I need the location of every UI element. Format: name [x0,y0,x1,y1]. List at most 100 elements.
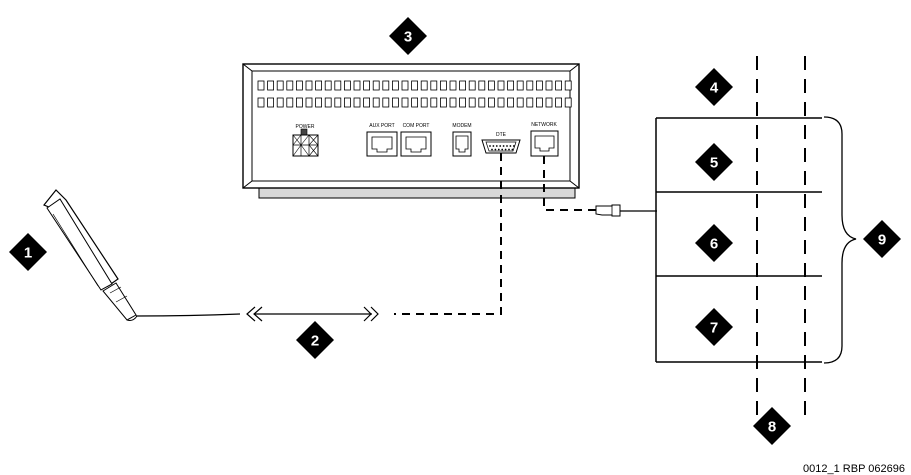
dte-pin [501,148,504,151]
callout-2: 2 [296,321,334,359]
callout-5: 5 [695,143,733,181]
dte-pin [506,145,508,147]
vent-slot [276,80,284,91]
vent-slot [343,80,351,91]
vent-slot [430,80,438,91]
vent-slot [334,97,342,108]
dte-pin [497,148,500,151]
vent-slot [420,97,428,108]
modular-plug [595,204,657,217]
vent-slot [315,80,323,91]
vent-slot [439,80,447,91]
vent-slot [411,97,419,108]
vent-slot [430,97,438,108]
dte-label: DTE [496,132,507,138]
vent-slot [353,97,361,108]
vent-slot [536,80,543,91]
vent-slot [507,97,515,108]
dte-pin [494,148,497,151]
vent-slot [382,80,390,91]
callout-3: 3 [389,17,427,55]
dte-pin [504,148,507,151]
vent-slot [305,97,313,108]
callout-9: 9 [863,220,901,258]
dte-pin [508,148,510,151]
dte-pin [509,145,512,147]
vent-slot [459,80,467,91]
vent-slot [487,80,495,91]
callout-number: 8 [768,419,776,436]
callout-4: 4 [695,68,733,106]
dte-pin [511,148,514,151]
callout-diamond [863,220,901,258]
amphenol-connector [43,189,138,321]
modem-port[interactable] [452,131,472,157]
vent-slot [382,97,390,108]
vent-slot [267,80,275,91]
vent-slot [411,80,419,91]
vent-slot [305,80,313,91]
vent-slot [545,97,553,108]
vent-slot [487,97,495,108]
vent-slot [363,80,371,91]
vent-slot [391,97,399,108]
vent-slot [257,97,265,108]
aux-port[interactable] [366,131,398,157]
vent-slot [372,80,380,91]
vent-slot [478,80,486,91]
callout-number: 4 [710,80,719,97]
vent-slot [420,80,428,91]
vent-slot [516,80,524,91]
callout-diamond [389,17,427,55]
vent-slot [526,80,534,91]
modem-port-label: MODEM [452,123,471,129]
vent-slot [334,80,342,91]
dte-pin [512,145,515,147]
vent-slot [315,97,323,108]
vent-slot [526,97,534,108]
vent-slot [391,80,399,91]
vent-slot [324,80,332,91]
network-port[interactable] [530,130,559,157]
com-port[interactable] [400,131,432,157]
vent-slot [459,97,467,108]
vent-slot [545,80,553,91]
callout-diamond [9,233,47,271]
vent-slot [353,80,361,91]
dte-pin [492,145,495,147]
vent-slot [401,80,409,91]
callout-7: 7 [695,308,733,346]
callout-number: 6 [710,236,718,253]
callout-diamond [695,68,733,106]
callout-diamond [753,407,791,445]
vent-slot [276,97,284,108]
vent-slot [372,97,380,108]
vent-slot [257,80,265,91]
vent-slot [478,97,486,108]
com-port-label: COM PORT [403,123,430,129]
vent-slot [343,97,351,108]
power-label: POWER [296,124,315,130]
vent-slot [286,80,294,91]
line-bus [655,117,822,363]
dte-pin [499,145,502,147]
vent-slot [564,80,572,91]
vent-slot [449,97,457,108]
vent-slot [497,97,505,108]
dte-pin [502,145,505,147]
dte-connector[interactable] [481,139,521,154]
vent-slot [401,97,409,108]
figure-id: 0012_1 RBP 062696 [803,463,905,475]
callout-diamond [296,321,334,359]
callout-diamond [695,308,733,346]
dte-pin [495,145,498,147]
group-brace [823,116,857,364]
vent-slot [555,80,562,91]
power-connector [292,128,319,157]
dte-pin [491,148,493,151]
vent-slot [324,97,332,108]
network-port-label: NETWORK [531,122,557,128]
dte-pin [489,145,491,147]
d8w-cable [135,306,379,322]
